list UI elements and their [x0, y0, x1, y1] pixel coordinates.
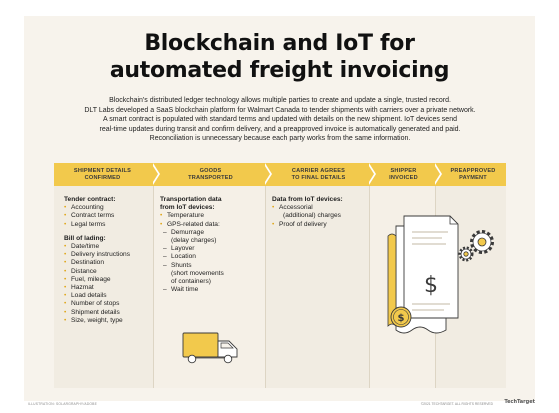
- copyright-notice: ©2021 TECHTARGET. ALL RIGHTS RESERVED: [420, 402, 493, 406]
- list-item: Number of stops: [64, 300, 152, 308]
- invoice-document-icon: $: [387, 215, 459, 334]
- goods-transported-list: Transportation data from IoT devices: Te…: [160, 196, 264, 295]
- header-arrow-tip: [367, 163, 374, 185]
- brand-logo: TechTarget: [504, 399, 535, 405]
- list-item: Load details: [64, 292, 152, 300]
- list-item: Destination: [64, 259, 152, 267]
- column-divider: [369, 186, 370, 388]
- sub-list-item: Layover: [160, 245, 264, 253]
- title-line-2: automated freight invoicing: [109, 58, 450, 83]
- list-item: Hazmat: [64, 284, 152, 292]
- header-arrow-tip: [263, 163, 270, 185]
- intro-line: real-time updates during transit and con…: [99, 125, 461, 133]
- intro-line: A smart contract is populated with stand…: [103, 116, 457, 124]
- column-header-band: [54, 163, 506, 186]
- sub-list-note: of containers): [171, 278, 211, 286]
- column-divider: [265, 186, 266, 388]
- header-arrow-tip: [151, 163, 158, 185]
- list-item: GPS-related data:: [160, 221, 264, 229]
- gear-icon: [458, 230, 494, 262]
- svg-text:$: $: [398, 313, 405, 324]
- intro-line: Reconciliation is unnecessary because ea…: [149, 135, 411, 143]
- title-line-1: Blockchain and IoT for: [144, 31, 415, 56]
- shipment-details-list: Tender contract: Accounting Contract ter…: [64, 196, 152, 325]
- page-title: Blockchain and IoT for automated freight…: [0, 30, 559, 84]
- tender-contract-heading: Tender contract:: [64, 196, 116, 203]
- iot-data-heading: from IoT devices:: [160, 204, 215, 212]
- carrier-agrees-list: Data from IoT devices: Accessorial (addi…: [272, 196, 368, 229]
- list-item: Legal terms: [64, 221, 152, 229]
- list-item: Fuel, mileage: [64, 276, 152, 284]
- sub-list-item: Shunts: [160, 262, 264, 270]
- truck-icon: [182, 332, 238, 364]
- column-divider: [153, 186, 154, 388]
- intro-line: Blockchain's distributed ledger technolo…: [109, 97, 451, 104]
- list-item: Shipment details: [64, 309, 152, 317]
- sub-list-note: (delay charges): [171, 237, 217, 245]
- sub-list-item: Demurrage: [160, 229, 264, 237]
- list-item: Temperature: [160, 212, 264, 220]
- illustration-credit: ILLUSTRATION: SOLARGRAPHY/ADOBE: [28, 402, 97, 406]
- list-item: Date/time: [64, 243, 152, 251]
- svg-text:$: $: [424, 273, 438, 298]
- list-item: Accessorial: [272, 204, 368, 212]
- sub-list-item: Wait time: [160, 286, 264, 294]
- sub-list-note: (short movements: [171, 269, 224, 277]
- sub-list-item: Location: [160, 253, 264, 261]
- dollar-coin-icon: $: [390, 306, 412, 328]
- list-item-note: (additional) charges: [283, 212, 341, 220]
- intro-paragraph: Blockchain's distributed ledger technolo…: [60, 96, 500, 144]
- iot-data-heading: Data from IoT devices:: [272, 196, 343, 203]
- intro-line: DLT Labs developed a SaaS blockchain pla…: [84, 106, 476, 114]
- list-item: Proof of delivery: [272, 221, 368, 229]
- list-item: Distance: [64, 268, 152, 276]
- list-item: Delivery instructions: [64, 251, 152, 259]
- list-item: Contract terms: [64, 212, 152, 220]
- bill-of-lading-heading: Bill of lading:: [64, 234, 106, 242]
- list-item: Accounting: [64, 204, 152, 212]
- list-item: Size, weight, type: [64, 317, 152, 325]
- header-arrow-tip: [433, 163, 440, 185]
- iot-data-heading: Transportation data: [160, 196, 222, 203]
